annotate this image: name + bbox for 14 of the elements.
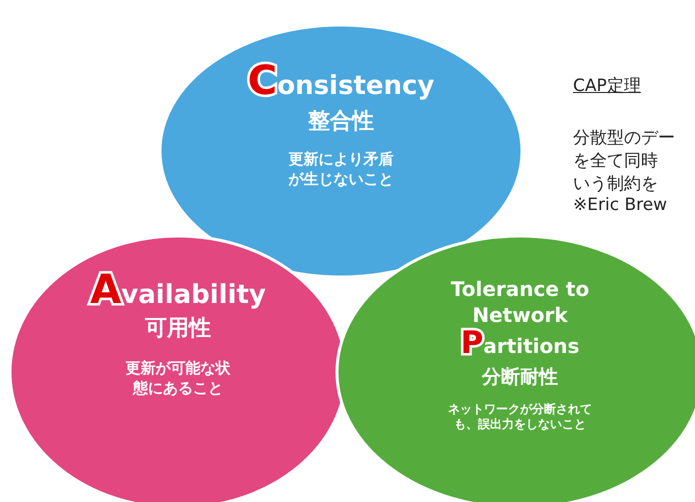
circle-subtitle: 可用性 bbox=[145, 314, 211, 343]
circle-subtitle: 分断耐性 bbox=[482, 365, 558, 390]
circle-title: Availability bbox=[90, 270, 266, 313]
circle-description: 更新により矛盾が生じないこと bbox=[288, 150, 394, 190]
circle-description: 更新が可能な状態にあること bbox=[124, 359, 232, 398]
circle-title: Tolerance to Network Partitions bbox=[450, 276, 590, 359]
paragraph-line: を全て同時 bbox=[573, 150, 658, 172]
circle-title: Consistency bbox=[248, 61, 434, 104]
circle-description: ネットワークが分断されても、誤出力をしないこと bbox=[447, 402, 593, 433]
paragraph-line: ※Eric Brew bbox=[573, 195, 668, 215]
paragraph-line: いう制約を bbox=[573, 173, 658, 195]
heading: CAP定理 bbox=[573, 75, 641, 97]
paragraph-line: 分散型のデー bbox=[573, 127, 675, 149]
circle-subtitle: 整合性 bbox=[308, 108, 374, 136]
